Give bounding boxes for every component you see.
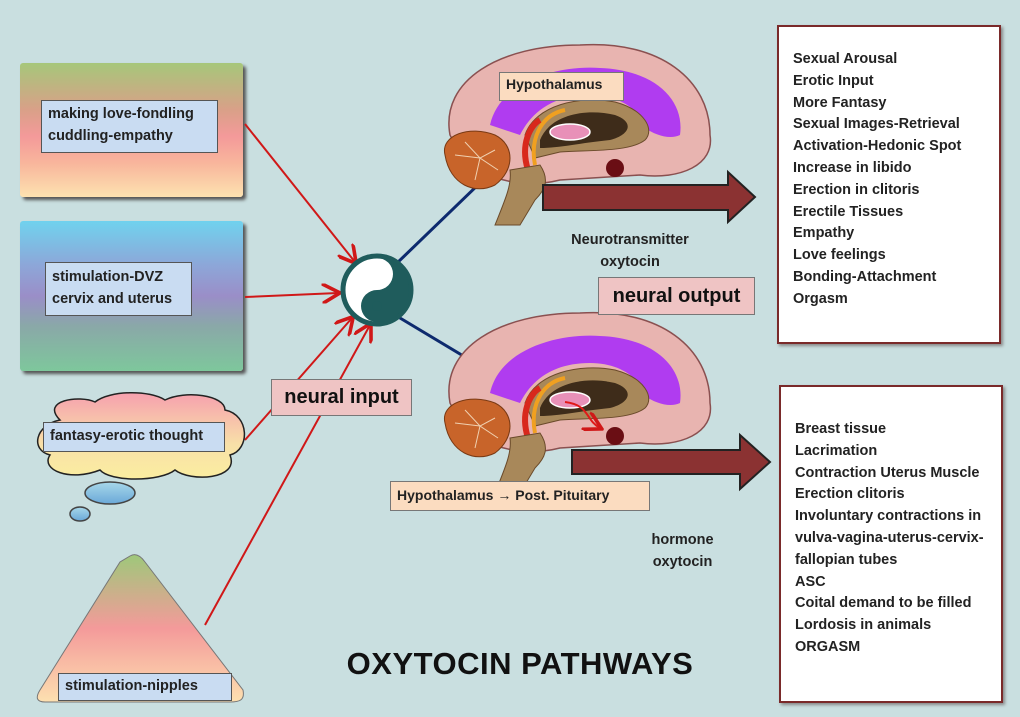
effect-item: Empathy — [793, 225, 855, 242]
input-triangle — [36, 554, 244, 703]
big-arrow-neural-effects — [542, 169, 757, 225]
effect-item: Lacrimation — [795, 442, 878, 459]
effect-item: Orgasm — [793, 290, 848, 307]
neural-input-label: neural input — [271, 379, 412, 416]
effect-item: Lordosis in animals — [795, 617, 932, 634]
caption-line: Neurotransmitter — [571, 232, 689, 248]
effect-item: Sexual Images-Retrieval — [793, 116, 960, 133]
big-arrow-hormone-effects — [571, 432, 772, 492]
label-line: stimulation-DVZ — [52, 269, 164, 285]
effect-item: Love feelings — [793, 247, 886, 264]
caption-line: hormone — [651, 532, 714, 548]
label-line: cuddling-empathy — [48, 128, 173, 144]
effect-item: Activation-Hedonic Spot — [793, 138, 962, 155]
neurotransmitter-caption: Neurotransmitter oxytocin — [545, 229, 715, 273]
input-label-fantasy: fantasy-erotic thought — [43, 422, 225, 452]
effect-item: ASC — [795, 573, 826, 590]
effect-item: Increase in libido — [793, 159, 912, 176]
effect-item: vulva-vagina-uterus-cervix- — [795, 529, 984, 546]
effect-item: Contraction Uterus Muscle — [795, 464, 980, 481]
neural-output-label: neural output — [598, 277, 755, 315]
yin-yang-icon — [340, 253, 414, 327]
arrow-love-to-center — [244, 123, 355, 262]
arrow-nipples-to-center — [204, 325, 370, 626]
label-line: cervix and uterus — [52, 291, 173, 307]
thought-cloud — [36, 392, 246, 522]
effect-item: More Fantasy — [793, 94, 887, 111]
label-line: making love-fondling — [48, 106, 194, 122]
effect-item: ORGASM — [795, 638, 861, 655]
pituitary-release-arrow — [564, 401, 600, 428]
effect-item: Erection in clitoris — [793, 181, 920, 198]
effect-item: Erotic Input — [793, 72, 874, 89]
page-title: OXYTOCIN PATHWAYS — [346, 646, 694, 681]
effect-item: Coital demand to be filled — [795, 595, 972, 612]
effect-item: Breast tissue — [795, 421, 887, 437]
effect-item: Sexual Arousal — [793, 51, 898, 67]
caption-line: oxytocin — [652, 554, 713, 570]
input-label-love: making love-fondling cuddling-empathy — [41, 100, 218, 153]
effect-item: Erection clitoris — [795, 486, 905, 503]
hypothalamus-pituitary-label: Hypothalamus → Post. Pituitary — [390, 481, 650, 511]
input-label-nipples: stimulation-nipples — [58, 673, 232, 701]
hypothalamus-label: Hypothalamus — [499, 72, 624, 101]
effect-item: Bonding-Attachment — [793, 268, 937, 285]
input-label-stimulation: stimulation-DVZ cervix and uterus — [45, 262, 192, 316]
arrow-stimulation-to-center — [244, 293, 338, 297]
effect-item: Involuntary contractions in — [795, 508, 982, 525]
hormone-caption: hormone oxytocin — [620, 529, 745, 573]
caption-line: oxytocin — [600, 254, 660, 270]
effect-item: Erectile Tissues — [793, 203, 904, 220]
effect-item: fallopian tubes — [795, 551, 898, 568]
